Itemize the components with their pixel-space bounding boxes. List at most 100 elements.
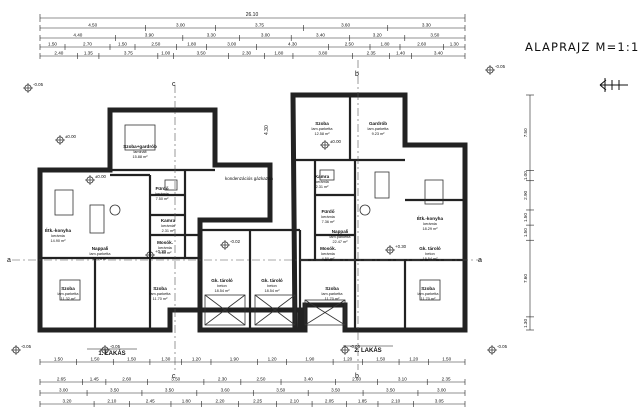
elevation-marker: +0.30 bbox=[145, 249, 167, 260]
dim-label: 2.30 bbox=[218, 377, 227, 382]
room-area: 4.50 m² bbox=[322, 257, 336, 261]
room-name: Fürdő bbox=[321, 209, 334, 214]
dim-label: 1.90 bbox=[305, 357, 314, 362]
section-mark-a: a bbox=[478, 257, 482, 264]
dim-label: 3.20 bbox=[373, 33, 382, 38]
dim-label: 3.80 bbox=[318, 51, 327, 56]
room-area: 11.70 m² bbox=[325, 297, 340, 301]
dim-label: 2.40 bbox=[54, 51, 63, 56]
dim-label: 1.50 bbox=[90, 357, 99, 362]
room-area: 18.29 m² bbox=[423, 227, 439, 231]
dim-label: 2.90 bbox=[523, 190, 528, 199]
dim-label: 2.35 bbox=[442, 377, 451, 382]
dim-label: 3.60 bbox=[341, 23, 350, 28]
dim-label: 3.90 bbox=[145, 33, 154, 38]
room-area: 11.70 m² bbox=[153, 297, 168, 301]
room-floor: kerámia bbox=[161, 224, 175, 228]
room-area: 2.31 m² bbox=[162, 229, 176, 233]
dim-label: 1.40 bbox=[396, 51, 405, 56]
room-floor: beton bbox=[425, 252, 435, 256]
dim-label: 7.60 bbox=[523, 274, 528, 283]
elevation-marker: -0.02 bbox=[220, 239, 241, 250]
dim-label: 1.50 bbox=[54, 357, 63, 362]
dim-label: 2.70 bbox=[83, 42, 92, 47]
room-area: 2.31 m² bbox=[316, 185, 330, 189]
room-name: Étk.-konyha bbox=[417, 214, 443, 221]
elevation-value: +0.30 bbox=[155, 249, 167, 254]
room-area: 11.70 m² bbox=[421, 297, 436, 301]
room-name: Gk. tároló bbox=[419, 246, 441, 251]
dim-label: 3.75 bbox=[124, 51, 133, 56]
dim-label: 1.50 bbox=[127, 357, 136, 362]
room-name: Szoba bbox=[61, 286, 75, 291]
dim-label: 4.50 bbox=[88, 23, 97, 28]
room-area: 21.76 m² bbox=[93, 257, 109, 261]
elevation-value: ±0.00 bbox=[95, 174, 107, 179]
section-mark-a: a bbox=[7, 257, 11, 264]
dim-label: 2.60 bbox=[122, 377, 131, 382]
dim-label: 3.60 bbox=[221, 388, 230, 393]
room-name: Kamra bbox=[315, 174, 330, 179]
room-floor: kerámia bbox=[51, 234, 65, 238]
dim-label: 3.20 bbox=[63, 399, 72, 404]
elevation-marker: +0.30 bbox=[385, 244, 407, 255]
elevation-marker: -0.05 bbox=[100, 344, 121, 355]
dim-label: 3.00 bbox=[227, 42, 236, 47]
dim-label: 1.00 bbox=[161, 51, 170, 56]
section-lines bbox=[12, 60, 482, 370]
dim-label: 3.75 bbox=[255, 23, 264, 28]
dim-label: 3.50 bbox=[165, 388, 174, 393]
elevation-value: ±0.00 bbox=[65, 134, 77, 139]
dim-label: 3.40 bbox=[434, 51, 443, 56]
dim-label: 1.30 bbox=[161, 357, 170, 362]
dim-label: 2.20 bbox=[215, 399, 224, 404]
elevation-value: ±0.00 bbox=[330, 139, 342, 144]
elevation-marker: -0.05 bbox=[11, 344, 32, 355]
dim-label: 2.30 bbox=[242, 51, 251, 56]
unit-label: 2. LAKÁS bbox=[354, 347, 381, 354]
dim-label: 3.50 bbox=[110, 388, 119, 393]
room-floor: lam.parketta bbox=[330, 235, 352, 239]
dim-label: 3.50 bbox=[171, 377, 180, 382]
room-floor: kerámia bbox=[315, 180, 329, 184]
room-name: Gk. tároló bbox=[261, 278, 283, 283]
dim-label: 7.50 bbox=[523, 128, 528, 137]
unit-label: 1. LAKÁS bbox=[98, 350, 125, 357]
room-area: 7.36 m² bbox=[322, 220, 336, 224]
dim-label: 2.50 bbox=[256, 377, 265, 382]
dim-label: 3.40 bbox=[304, 377, 313, 382]
dim-label: 2.25 bbox=[253, 399, 262, 404]
dim-label: 3.50 bbox=[386, 388, 395, 393]
room-area: 18.54 m² bbox=[423, 257, 439, 261]
dim-label: 3.00 bbox=[176, 23, 185, 28]
room-area: 9.23 m² bbox=[372, 132, 386, 136]
elevation-value: -0.05 bbox=[21, 344, 32, 349]
unit-labels: 1. LAKÁS 2. LAKÁS bbox=[87, 345, 393, 357]
room-area: 14.90 m² bbox=[51, 239, 67, 243]
room-floor: laminált bbox=[133, 150, 147, 154]
room-floor: lam.parketta bbox=[312, 127, 334, 131]
room-name: Étk.-konyha bbox=[45, 226, 71, 233]
dim-label: 3.30 bbox=[207, 33, 216, 38]
elevation-value: -0.05 bbox=[497, 344, 508, 349]
dim-label: 1.50 bbox=[523, 213, 528, 222]
boiler-note: kondenzációs gázkazán bbox=[225, 176, 274, 181]
room-floor: lam.parketta bbox=[58, 292, 80, 296]
dim-label: 3.10 bbox=[398, 377, 407, 382]
room-name: Mosók. bbox=[157, 240, 173, 245]
dim-label: 3.05 bbox=[435, 399, 444, 404]
